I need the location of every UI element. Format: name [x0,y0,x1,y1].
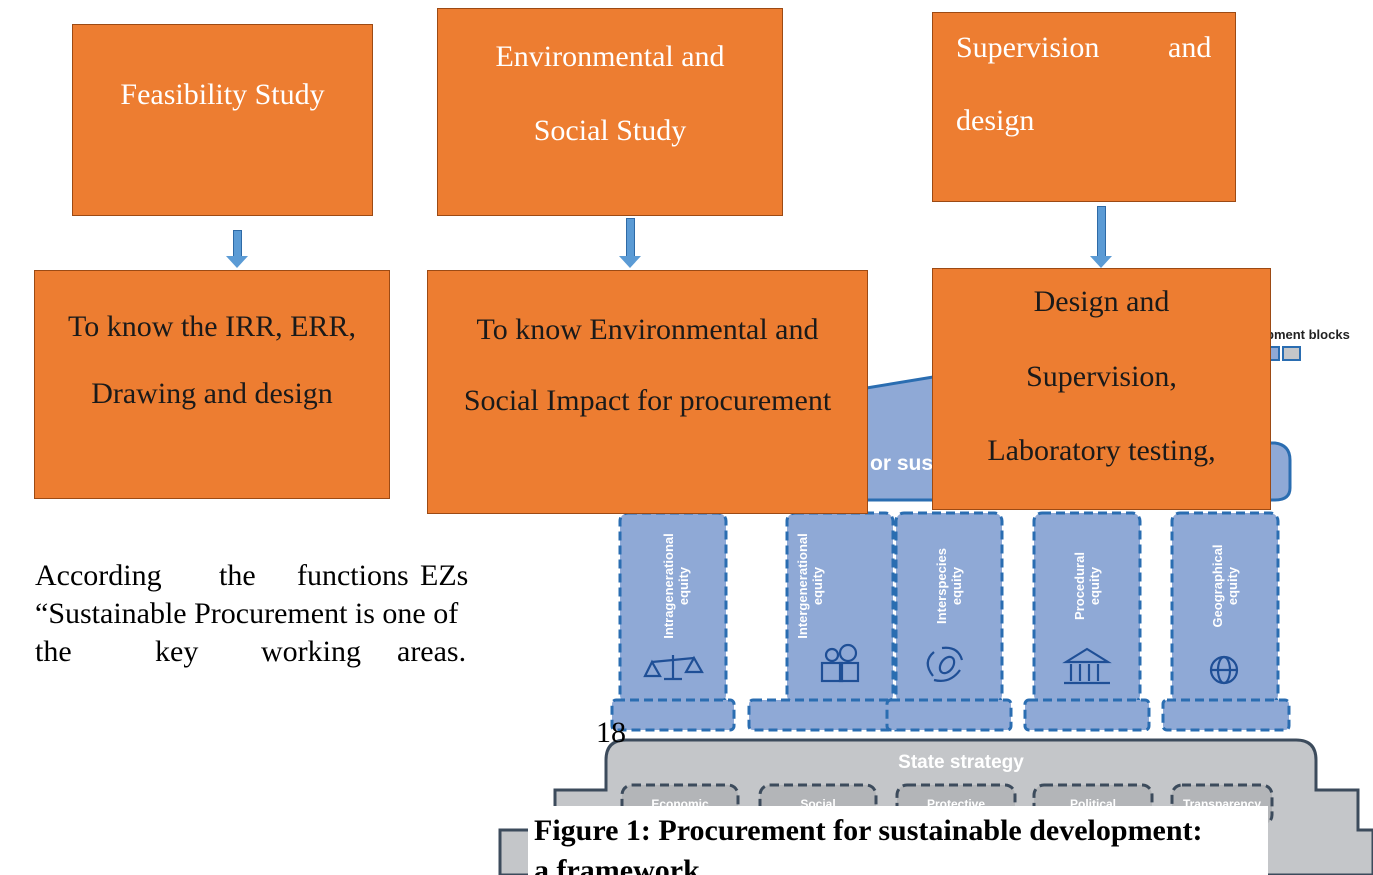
irr-err-box: To know the IRR, ERR, Drawing and design [34,270,390,499]
design-supervision-box: Design and Supervision, Laboratory testi… [932,268,1271,510]
para-word: the [219,559,256,592]
institution-icon [1062,647,1112,685]
para-word: areas. [397,635,467,668]
and-word: and [1168,31,1212,64]
roof-label: or sus [870,452,934,475]
base-title: State strategy [898,752,1024,773]
para-line-2: “Sustainable Procurement is one of [35,597,459,630]
para-word: working [261,635,361,668]
env-study-line-1: Environmental and [495,40,725,73]
arrow-2-head [619,256,641,268]
para-word: key [155,635,199,668]
design-word: design [956,104,1035,137]
env-study-line-2: Social Study [533,114,687,147]
env-impact-line-2: Social Impact for procurement [463,384,832,417]
supervision-design-box: Supervision and design [932,12,1236,202]
env-impact-line-1: To know Environmental and [476,313,819,346]
legend-label: pment blocks [1266,327,1350,342]
arrow-3-shaft [1097,206,1106,258]
design-supervision-line-1: Design and [1033,285,1170,318]
scales-icon [643,655,704,681]
feasibility-study-title: Feasibility Study [120,78,325,111]
para-word: the [35,635,72,668]
arrow-1-head [226,256,248,268]
page-number: 18 [596,716,626,749]
recycle-leaf-icon [926,646,964,682]
design-supervision-line-2: Supervision, [1026,360,1177,393]
para-word: functions [297,559,409,592]
figure-caption: Figure 1: Procurement for sustainable de… [528,806,1268,875]
feasibility-study-box: Feasibility Study [72,24,373,216]
arrow-3-head [1090,256,1112,268]
pillar-label-intergenerational: Intergenerational equity [795,533,825,639]
globe-icon [1209,655,1239,685]
pillar-label-geographical: Geographical equity [1210,544,1240,628]
arrow-1-shaft [233,230,242,258]
caption-line-2: a framework [534,854,700,875]
pillar-label-interspecies: Interspecies equity [934,548,964,624]
para-word: EZs [420,559,469,592]
env-impact-box: To know Environmental and Social Impact … [427,270,868,514]
pillar-label-procedural: Procedural equity [1072,552,1102,620]
caption-line-1: Figure 1: Procurement for sustainable de… [534,814,1203,847]
people-icon [820,643,860,683]
arrow-2-shaft [626,218,635,258]
design-supervision-line-3: Laboratory testing, [987,434,1216,467]
irr-err-line-2: Drawing and design [91,377,333,410]
environmental-social-study-box: Environmental and Social Study [437,8,783,216]
para-word: According [35,559,162,592]
pillar-label-intragenerational: Intragenerational equity [661,533,691,639]
supervision-word: Supervision [956,31,1100,64]
irr-err-line-1: To know the IRR, ERR, [68,310,356,343]
